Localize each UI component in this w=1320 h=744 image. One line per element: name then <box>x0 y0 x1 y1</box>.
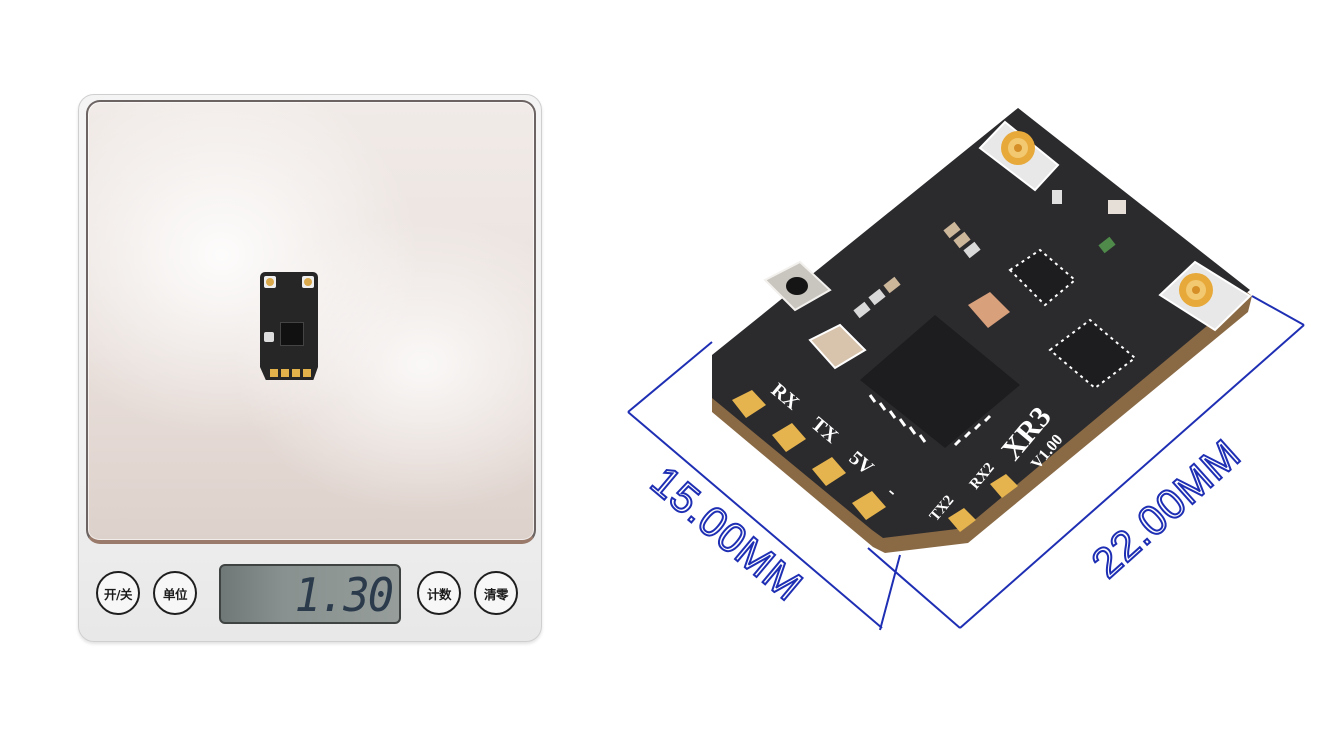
antenna-connector-icon <box>264 276 276 288</box>
passive-components <box>853 190 1126 319</box>
scale-control-panel: 开/关 单位 1.30 计数 清零 <box>78 544 540 636</box>
rf-chip-1 <box>1008 248 1077 307</box>
pad-gnd <box>852 491 886 520</box>
solder-pad <box>270 369 278 377</box>
count-button[interactable]: 计数 <box>417 571 461 615</box>
antenna-connector-top-icon <box>978 120 1060 192</box>
mcu-chip <box>280 322 304 346</box>
pad-5v <box>812 457 846 486</box>
pad-tx2 <box>948 508 976 532</box>
power-button[interactable]: 开/关 <box>96 571 140 615</box>
solder-pad <box>292 369 300 377</box>
weight-reading: 1.30 <box>294 568 395 622</box>
dimension-lines <box>627 295 1305 631</box>
width-dimension-label: 15.00MM <box>642 457 812 610</box>
rf-chip-2 <box>1048 318 1137 390</box>
pcb-board <box>712 108 1250 538</box>
pad-rx2 <box>990 474 1018 498</box>
pad-rx <box>732 390 766 418</box>
length-dimension-label: 22.00MM <box>1083 430 1250 587</box>
solder-pads <box>732 390 1018 532</box>
receiver-on-scale <box>260 272 318 380</box>
unit-button[interactable]: 单位 <box>153 571 197 615</box>
solder-pad <box>303 369 311 377</box>
bind-button-icon <box>763 260 832 312</box>
tare-button[interactable]: 清零 <box>474 571 518 615</box>
mcu-pins <box>868 394 992 447</box>
filter-component <box>968 292 1010 328</box>
digital-scale: 开/关 单位 1.30 计数 清零 <box>78 94 548 644</box>
pad-tx <box>772 423 806 452</box>
bind-button-icon <box>264 332 274 342</box>
crystal-component <box>808 323 867 370</box>
scale-lcd-display: 1.30 <box>219 564 401 624</box>
antenna-connector-right-icon <box>1158 260 1252 332</box>
mcu-chip <box>860 315 1020 448</box>
solder-pad <box>281 369 289 377</box>
antenna-connector-icon <box>302 276 314 288</box>
